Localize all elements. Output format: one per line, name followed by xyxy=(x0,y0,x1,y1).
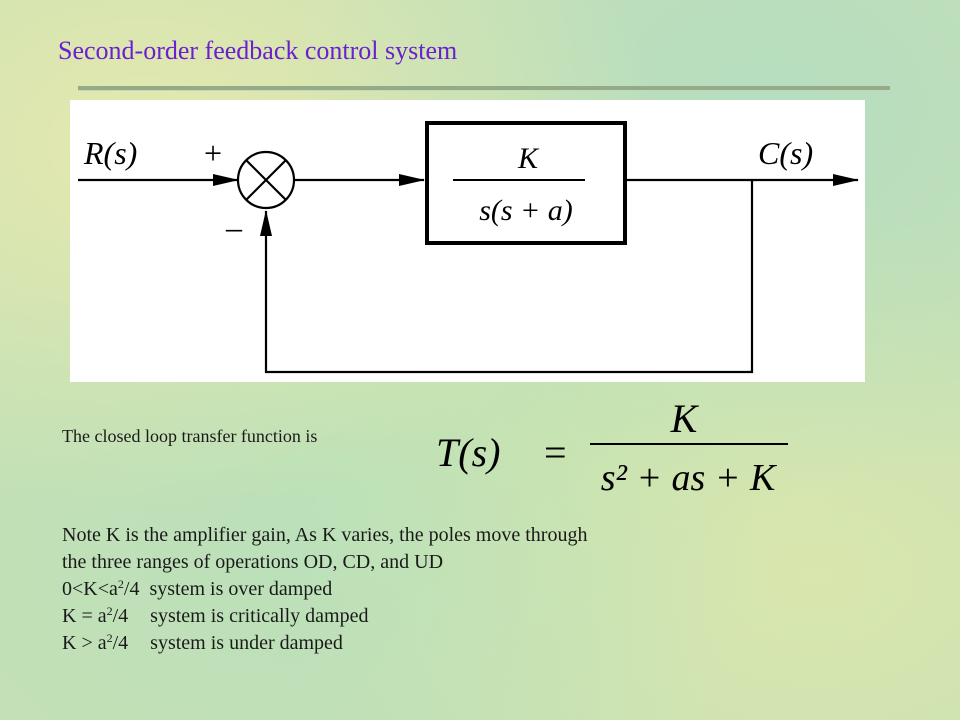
note-line-1: Note K is the amplifier gain, As K varie… xyxy=(62,524,588,546)
case-condition-exp: 2 xyxy=(106,604,113,618)
case-text: system is over damped xyxy=(149,578,333,600)
tf-denominator: s² + as + K xyxy=(601,457,777,499)
transfer-function-svg: T(s) = K s² + as + K xyxy=(436,396,788,499)
tf-equals: = xyxy=(544,430,567,475)
tf-lhs: T(s) xyxy=(436,430,500,475)
case-condition-exp: 2 xyxy=(106,631,113,645)
note-line-2: the three ranges of operations OD, CD, a… xyxy=(62,551,444,573)
output-label: C(s) xyxy=(758,135,813,171)
block-denominator: s(s + a) xyxy=(479,194,573,227)
tf-numerator: K xyxy=(670,396,700,441)
case-over-damped: 0<K<a2/4 system is over damped xyxy=(62,576,922,603)
notes-block: Note K is the amplifier gain, As K varie… xyxy=(62,522,922,657)
case-under-damped: K > a2/4 system is under damped xyxy=(62,630,922,657)
case-condition-pre: K = a xyxy=(62,605,107,627)
input-label: R(s) xyxy=(83,135,137,171)
summing-junction xyxy=(236,150,296,210)
case-text: system is critically damped xyxy=(150,605,369,627)
case-condition-pre: 0<K<a xyxy=(62,578,118,600)
case-condition-exp: 2 xyxy=(117,577,124,591)
case-condition-post: /4 xyxy=(112,605,129,627)
transfer-function-label: The closed loop transfer function is xyxy=(62,426,318,446)
minus-sign: – xyxy=(225,209,243,245)
block-numerator: K xyxy=(517,142,540,175)
case-condition-pre: K > a xyxy=(62,632,107,654)
transfer-function-formula: T(s) = K s² + as + K xyxy=(432,396,812,500)
feedback-path xyxy=(260,180,754,374)
block-diagram: K s(s + a) R(s) C(s) + – xyxy=(70,100,865,382)
plant-block xyxy=(425,121,627,245)
case-critically-damped: K = a2/4 system is critically damped xyxy=(62,603,922,630)
case-condition-post: /4 xyxy=(123,578,140,600)
plus-sign: + xyxy=(204,135,222,171)
title-divider xyxy=(78,86,890,91)
slide-title: Second-order feedback control system xyxy=(58,36,458,65)
case-condition-post: /4 xyxy=(112,632,129,654)
block-diagram-svg: K s(s + a) R(s) C(s) + – xyxy=(78,121,859,374)
case-text: system is under damped xyxy=(150,632,343,654)
